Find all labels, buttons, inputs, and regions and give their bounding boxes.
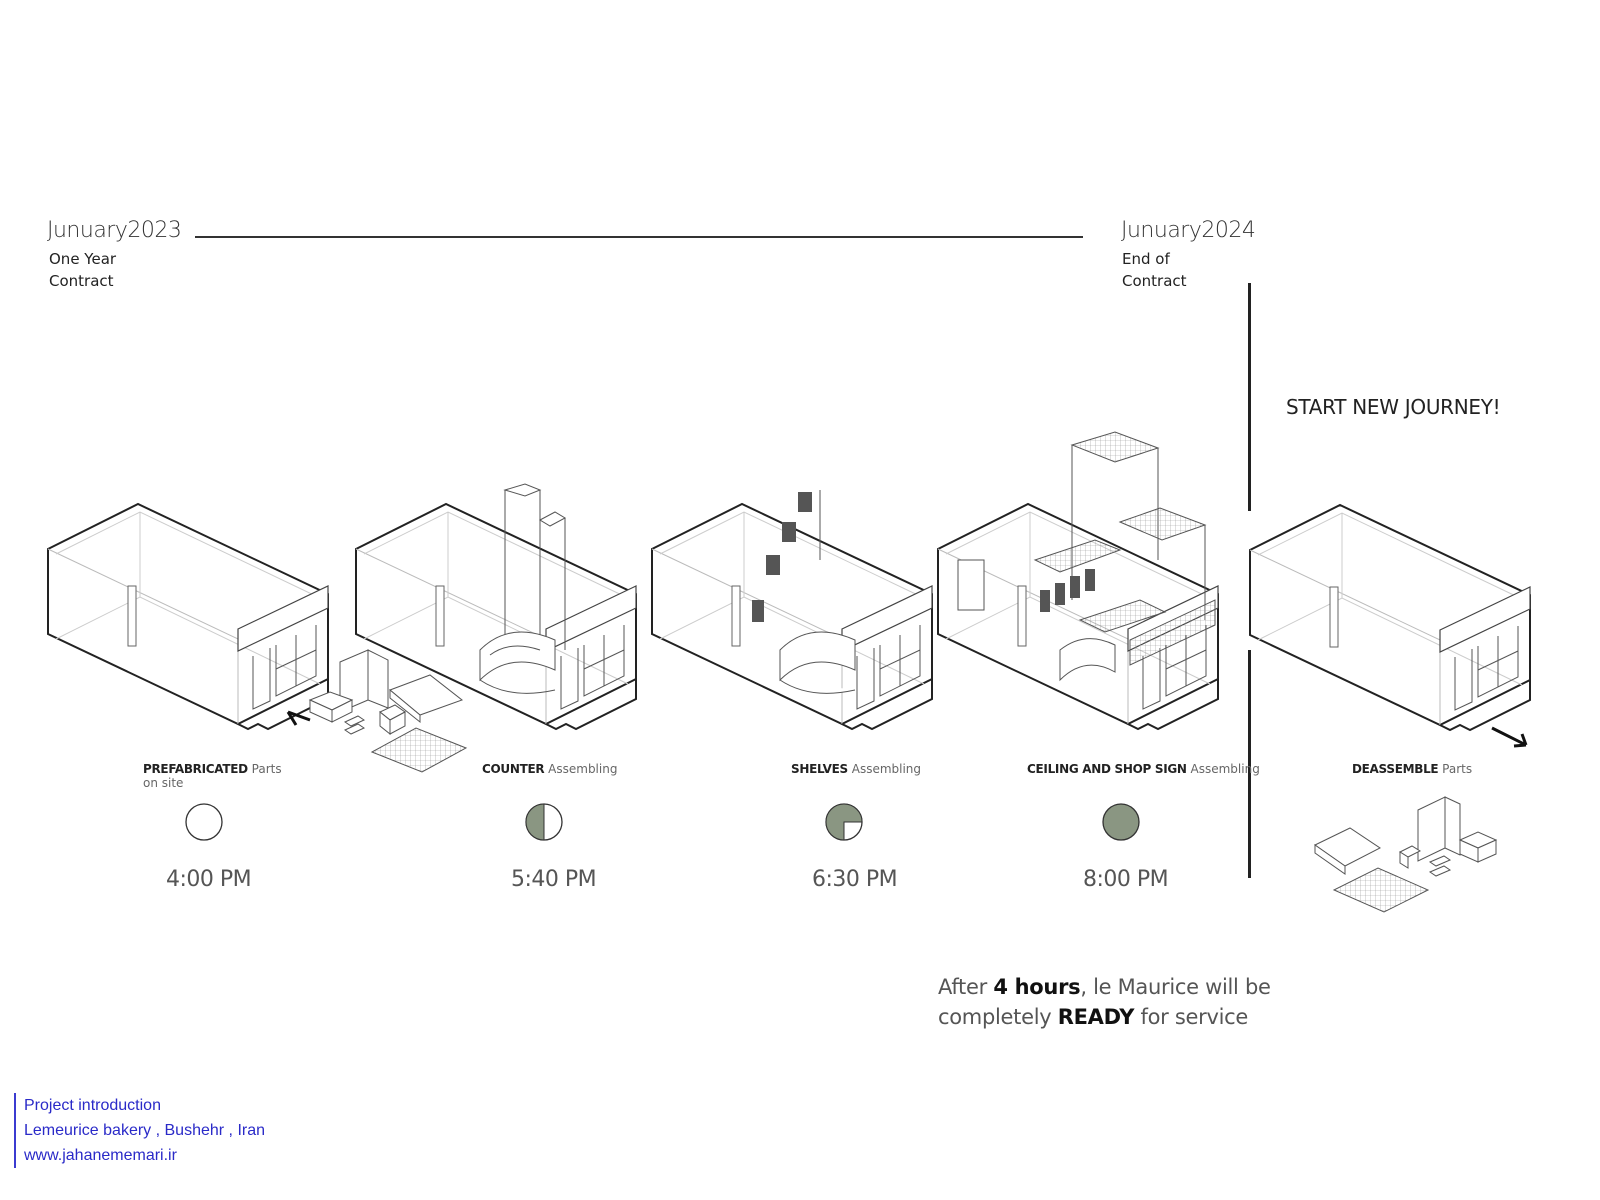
stage-2-time: 5:40 PM — [511, 867, 597, 892]
footer-credits: Project introduction Lemeurice bakery , … — [14, 1093, 265, 1168]
timeline-end-date: Junuary2024 — [1121, 218, 1256, 243]
stage-4-time: 8:00 PM — [1083, 867, 1169, 892]
progress-indicator-stage-1 — [185, 803, 223, 841]
progress-indicator-stage-4 — [1102, 803, 1140, 841]
stage-2-label: COUNTER Assembling — [482, 762, 617, 776]
stage-2-title: COUNTER — [482, 762, 545, 776]
start-new-journey-title: START NEW JOURNEY! — [1286, 395, 1501, 419]
note-hours: 4 hours — [993, 975, 1081, 999]
footer-line-1: Project introduction — [24, 1097, 161, 1114]
stage-1-label: PREFABRICATED Parts on site — [143, 762, 282, 790]
note-text-3: completely — [938, 1005, 1058, 1029]
stage-1-title: PREFABRICATED — [143, 762, 248, 776]
timeline-line — [195, 236, 1083, 238]
stage-1-subtitle-2: on site — [143, 776, 184, 790]
stage-3-title: SHELVES — [791, 762, 848, 776]
divider-bottom — [1248, 650, 1251, 878]
progress-indicator-stage-3 — [825, 803, 863, 841]
stage-4-title: CEILING AND SHOP SIGN — [1027, 762, 1187, 776]
divider-top — [1248, 283, 1251, 511]
footer-line-3[interactable]: www.jahanememari.ir — [24, 1147, 177, 1164]
note-text-1: After — [938, 975, 994, 999]
stage-5-title: DEASSEMBLE — [1352, 762, 1439, 776]
note-text-2: , le Maurice will be — [1080, 975, 1271, 999]
stage-5-subtitle: Parts — [1442, 762, 1473, 776]
timeline-start-date: Junuary2023 — [47, 218, 182, 243]
footer-line-2: Lemeurice bakery , Bushehr , Iran — [24, 1122, 266, 1139]
stage-3-time: 6:30 PM — [812, 867, 898, 892]
timeline-end-subtitle: End of Contract — [1122, 250, 1187, 290]
progress-fill — [825, 803, 863, 841]
note-ready: READY — [1057, 1005, 1135, 1029]
stage-3-subtitle: Assembling — [851, 762, 922, 776]
stage-4-label: CEILING AND SHOP SIGN Assembling — [1027, 762, 1260, 776]
stage-1-time: 4:00 PM — [166, 867, 252, 892]
stage-1-subtitle: Parts — [251, 762, 282, 776]
stage-3-label: SHELVES Assembling — [791, 762, 921, 776]
progress-fill — [525, 803, 545, 841]
stage-2-subtitle: Assembling — [548, 762, 618, 776]
timeline-start-subtitle: One Year Contract — [49, 250, 117, 290]
progress-indicator-stage-2 — [525, 803, 563, 841]
stage-4-subtitle: Assembling — [1190, 762, 1260, 776]
note-text-4: for service — [1134, 1005, 1249, 1029]
service-ready-note: After 4 hours, le Maurice will be comple… — [938, 972, 1271, 1032]
stage-5-label: DEASSEMBLE Parts — [1352, 762, 1472, 776]
